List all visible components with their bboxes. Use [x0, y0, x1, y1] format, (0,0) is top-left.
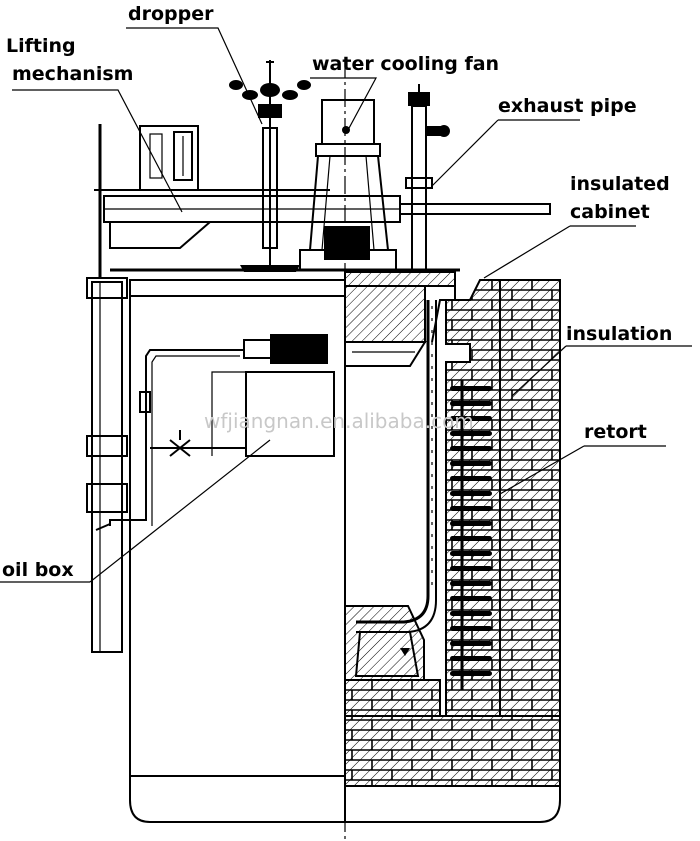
label-insulated: insulated: [570, 173, 670, 195]
oil-box: [95, 334, 335, 531]
exhaust-pipe: [405, 84, 450, 271]
heating-element-rung: [450, 491, 492, 496]
label-oil-box: oil box: [2, 559, 74, 581]
insulated-cabinet: [344, 271, 456, 367]
heating-element-rung: [450, 596, 492, 601]
label-lifting-line1: Lifting: [6, 35, 76, 57]
heating-element-rung: [450, 521, 492, 526]
heating-element-rung: [450, 656, 492, 661]
control-box: [139, 125, 199, 191]
retort: [356, 300, 437, 633]
heating-element-rung: [450, 476, 492, 481]
heating-element-rung: [450, 566, 492, 571]
heating-element-rung: [450, 536, 492, 541]
label-exhaust-pipe: exhaust pipe: [498, 95, 637, 117]
heating-element-rung: [450, 401, 492, 406]
heating-element-rung: [450, 581, 492, 586]
label-retort: retort: [584, 421, 647, 443]
leader-lines: [0, 27, 692, 583]
heating-element-rung: [450, 461, 492, 466]
watermark: wfjiangnan.en.alibaba.com: [204, 409, 474, 433]
label-insulation: insulation: [566, 323, 672, 345]
heating-element-rung: [450, 551, 492, 556]
heating-element-rung: [450, 416, 492, 421]
dropper-assembly: [229, 60, 311, 272]
heating-element-rung: [450, 431, 492, 436]
heating-element-rung: [450, 386, 492, 391]
label-dropper: dropper: [128, 3, 214, 25]
heating-element-rung: [450, 641, 492, 646]
heating-element-rung: [450, 446, 492, 451]
label-lifting-line2: mechanism: [12, 63, 133, 85]
heating-elements: [450, 380, 492, 690]
label-water-cooling-fan: water cooling fan: [312, 53, 499, 75]
label-cabinet: cabinet: [570, 201, 650, 223]
heating-element-rung: [450, 611, 492, 616]
water-cooling-fan: [299, 99, 397, 271]
lifting-mechanism: [86, 124, 128, 653]
furnace-base: [344, 605, 561, 823]
heating-element-rung: [450, 506, 492, 511]
heating-element-rung: [450, 671, 492, 676]
heating-element-rung: [450, 626, 492, 631]
